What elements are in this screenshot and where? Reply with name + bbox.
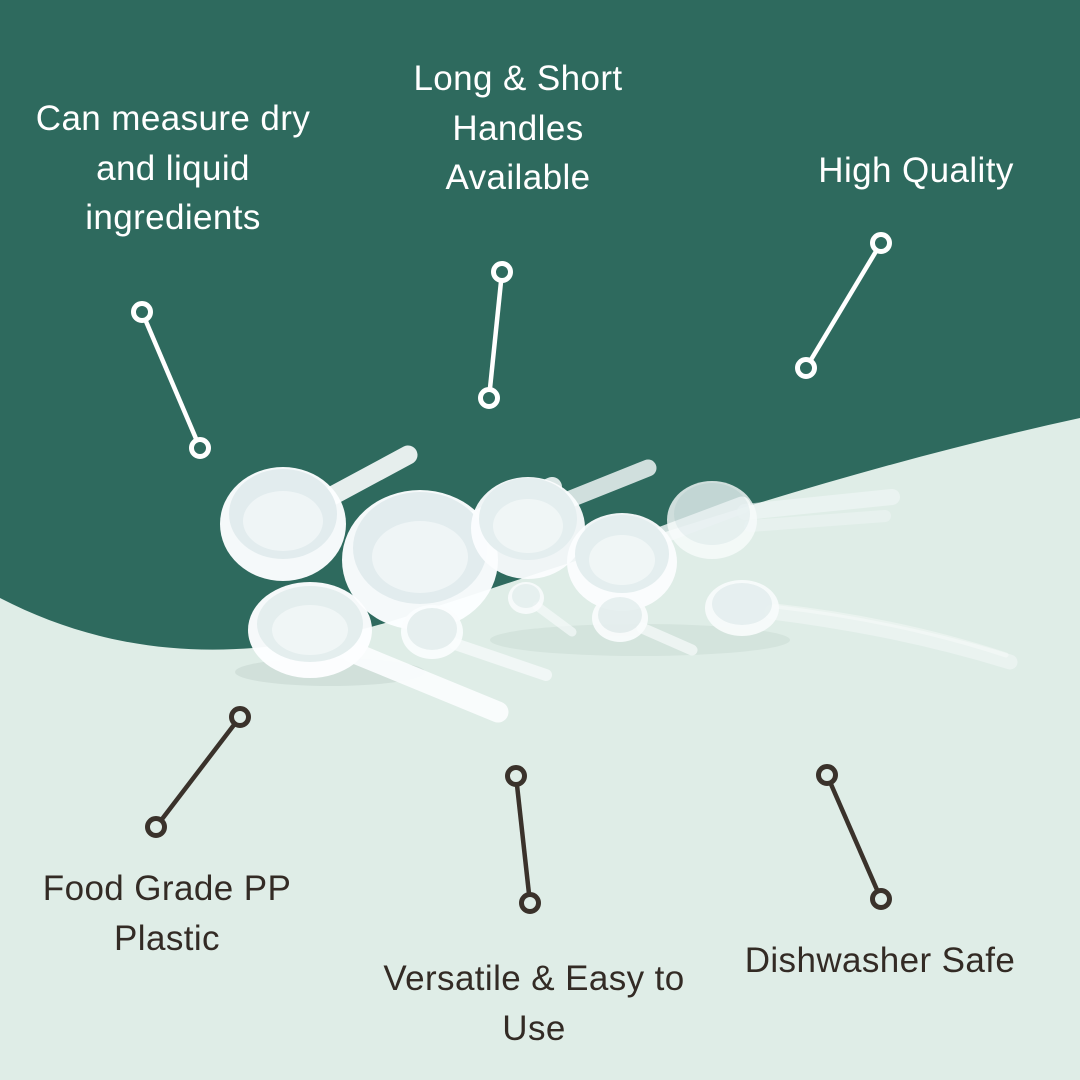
scoop-handle [449, 638, 552, 681]
feature-label-quality: High Quality [818, 151, 1014, 190]
scoop-cup [667, 481, 757, 559]
scoop-cup [471, 477, 585, 579]
scoop-handle [636, 622, 698, 656]
callout-line-dishwasher [816, 764, 892, 910]
scoop-handle [559, 459, 657, 509]
spoon-bowl [705, 580, 779, 636]
scoop-handle [532, 601, 577, 637]
callout-line-measure [131, 301, 211, 459]
callout-line-versatile [505, 765, 541, 914]
scoop-handle [341, 641, 509, 723]
scoop-handle [764, 604, 1018, 670]
scoop-handle [320, 445, 418, 507]
spoon-bowl [592, 594, 648, 642]
scoop-cup [567, 513, 677, 611]
callout-line-food-grade [145, 706, 251, 838]
callout-line-handles [478, 261, 513, 409]
scoop-cup [342, 490, 498, 630]
scoop-cup [248, 582, 372, 678]
feature-label-food-grade: Food Grade PP Plastic [42, 869, 292, 958]
feature-label-versatile: Versatile & Easy to Use [383, 959, 685, 1048]
feature-label-dishwasher: Dishwasher Safe [744, 941, 1016, 980]
callout-line-quality [795, 232, 892, 379]
scoop-handle-highlight [772, 603, 1009, 658]
spoon-bowl [401, 605, 463, 659]
scoop-cup [220, 467, 346, 581]
scoop-handle [744, 510, 891, 532]
feature-label-handles: Long & Short Handles Available [413, 59, 623, 198]
feature-label-measure: Can measure dry and liquid ingredients [35, 99, 311, 238]
scoop-handle [737, 489, 900, 520]
spoon-bowl [508, 582, 544, 614]
